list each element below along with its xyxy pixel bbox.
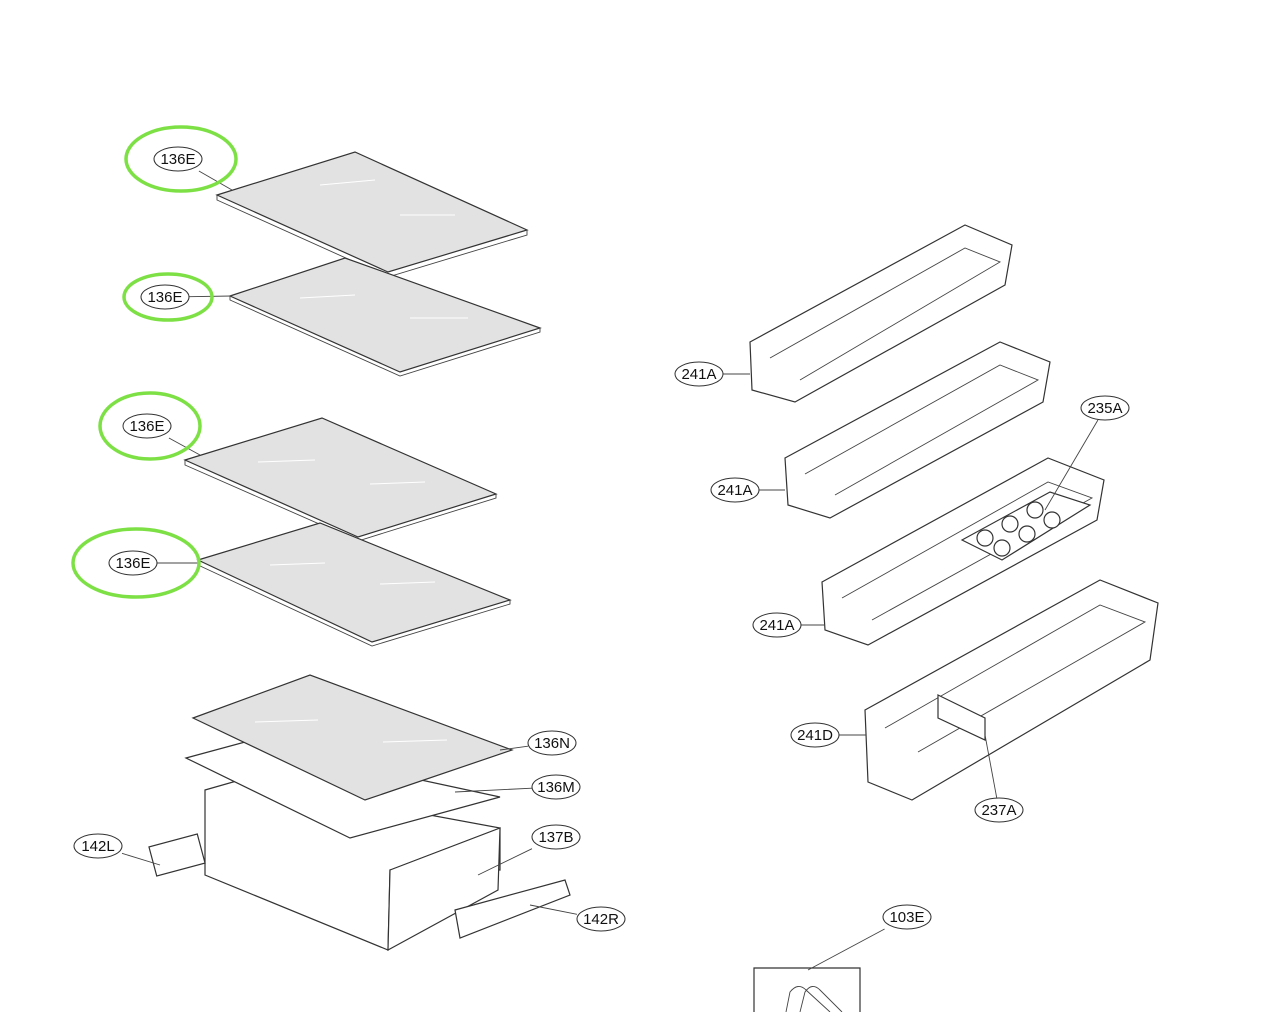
leader-line bbox=[454, 787, 533, 793]
callout-ellipse bbox=[752, 612, 802, 638]
callout-crisper-cover-frame: 136M bbox=[454, 774, 581, 800]
highlight-circle bbox=[122, 272, 214, 322]
callout-ellipse bbox=[882, 904, 932, 930]
crisper-assembly[interactable] bbox=[148, 674, 571, 952]
callout-shelf-2: 136E bbox=[122, 272, 233, 322]
callout-item-103e: 103E bbox=[807, 904, 932, 971]
item-103e-box bbox=[753, 967, 861, 1012]
callout-crisper-drawer: 137B bbox=[477, 824, 581, 876]
callout-ellipse bbox=[710, 477, 760, 503]
callout-door-bin-4: 241D bbox=[790, 722, 866, 748]
part-number: 103E bbox=[889, 909, 924, 926]
callout-ellipse bbox=[140, 284, 190, 310]
part-number: 136E bbox=[147, 289, 182, 306]
door-bin[interactable] bbox=[784, 341, 1051, 519]
callout-ellipse bbox=[1080, 395, 1130, 421]
leader-line bbox=[529, 904, 578, 915]
part-number: 241A bbox=[717, 482, 752, 499]
callout-ellipse bbox=[108, 550, 158, 576]
callout-shelf-3: 136E bbox=[98, 391, 202, 461]
leader-line bbox=[198, 170, 233, 191]
part-number: 241A bbox=[681, 366, 716, 383]
callout-door-bin-3: 241A bbox=[752, 612, 825, 638]
leader-line bbox=[477, 848, 533, 876]
leader-line bbox=[168, 437, 201, 456]
callout-rail-right: 142R bbox=[529, 904, 626, 932]
part-number: 142R bbox=[583, 911, 619, 928]
part-number: 136E bbox=[160, 151, 195, 168]
part-number: 137B bbox=[538, 829, 573, 846]
highlight-circle bbox=[98, 391, 202, 461]
glass-shelf[interactable] bbox=[215, 151, 529, 278]
leader-line bbox=[499, 745, 529, 751]
door-bin[interactable] bbox=[864, 579, 1159, 801]
bin-divider bbox=[937, 694, 986, 741]
part-number: 136M bbox=[537, 779, 575, 796]
callout-rail-left: 142L bbox=[73, 833, 161, 866]
callout-ellipse bbox=[531, 824, 581, 850]
door-bin[interactable] bbox=[821, 457, 1105, 646]
callout-ellipse bbox=[122, 413, 172, 439]
callout-ellipse bbox=[527, 730, 577, 756]
part-number: 136E bbox=[115, 555, 150, 572]
leader-line bbox=[1044, 419, 1099, 511]
part-number: 235A bbox=[1087, 400, 1122, 417]
glass-shelf[interactable] bbox=[183, 417, 498, 542]
part-number: 237A bbox=[981, 802, 1016, 819]
door-bin[interactable] bbox=[749, 224, 1013, 403]
callout-ellipse bbox=[153, 146, 203, 172]
highlight-circle bbox=[124, 125, 238, 193]
callout-ellipse bbox=[576, 906, 626, 932]
leader-line bbox=[121, 852, 161, 866]
callout-ellipse bbox=[674, 361, 724, 387]
callout-divider: 237A bbox=[974, 734, 1024, 823]
part-number: 136N bbox=[534, 735, 570, 752]
leader-line bbox=[984, 734, 998, 799]
part-number: 241A bbox=[759, 617, 794, 634]
callout-door-bin-1: 241A bbox=[674, 361, 750, 387]
highlight-circle bbox=[71, 527, 201, 599]
part-number: 142L bbox=[81, 838, 114, 855]
part-number: 136E bbox=[129, 418, 164, 435]
egg-tray bbox=[960, 491, 1092, 561]
callout-ellipse bbox=[73, 833, 123, 859]
callout-shelf-1: 136E bbox=[124, 125, 238, 193]
callout-shelf-4: 136E bbox=[71, 527, 201, 599]
glass-shelf[interactable] bbox=[196, 522, 512, 647]
glass-shelf[interactable] bbox=[228, 257, 542, 377]
callout-egg-tray: 235A bbox=[1044, 395, 1130, 511]
callout-ellipse bbox=[790, 722, 840, 748]
callout-ellipse bbox=[974, 797, 1024, 823]
leader-line bbox=[807, 928, 885, 971]
callout-ellipse bbox=[531, 774, 581, 800]
part-number: 241D bbox=[797, 727, 833, 744]
callout-door-bin-2: 241A bbox=[710, 477, 785, 503]
callout-crisper-cover-glass: 136N bbox=[499, 730, 577, 756]
